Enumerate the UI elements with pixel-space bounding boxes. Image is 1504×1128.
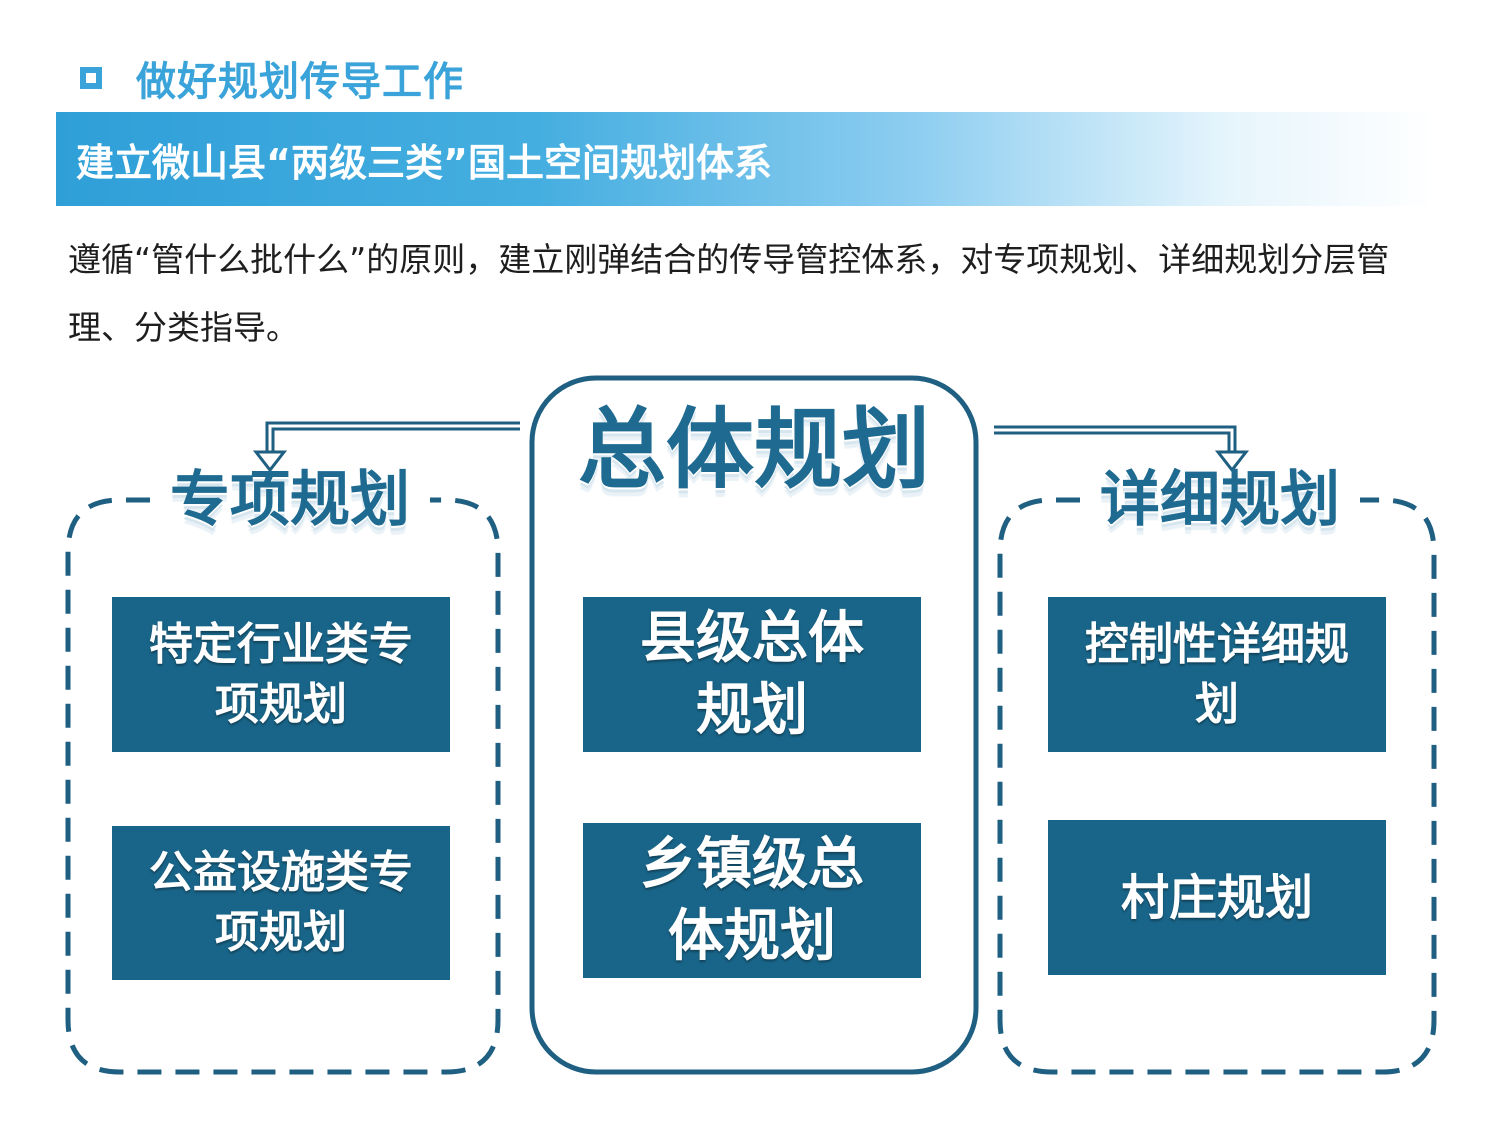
section-heading: 做好规划传导工作 <box>80 48 464 108</box>
box-county-master-planning: 县级总体规划 <box>583 597 921 752</box>
box-label: 公益设施类专项规划 <box>149 847 413 958</box>
heading-text: 做好规划传导工作 <box>136 59 464 105</box>
left-group-title: 专项规划 <box>170 465 410 535</box>
box-industry-special-planning: 特定行业类专项规划 <box>112 597 450 752</box>
subtitle-banner: 建立微山县“两级三类”国土空间规划体系 <box>56 112 1436 206</box>
box-township-master-planning: 乡镇级总体规划 <box>583 823 921 978</box>
box-label: 控制性详细规划 <box>1085 618 1349 730</box>
right-group-title: 详细规划 <box>1100 465 1340 535</box>
right-group-outline <box>997 497 1437 1075</box>
right-arrow-icon <box>994 425 1250 473</box>
box-label: 特定行业类专项规划 <box>149 618 413 730</box>
box-public-facility-special-planning: 公益设施类专项规划 <box>112 826 450 980</box>
box-label: 村庄规划 <box>1120 869 1313 926</box>
square-bullet-icon <box>80 67 102 89</box>
box-regulatory-detailed-planning: 控制性详细规划 <box>1048 597 1386 752</box>
banner-text: 建立微山县“两级三类”国土空间规划体系 <box>76 140 772 185</box>
box-label: 县级总体规划 <box>640 605 864 743</box>
left-arrow-icon <box>252 421 520 473</box>
box-village-planning: 村庄规划 <box>1048 820 1386 975</box>
box-label: 乡镇级总体规划 <box>640 831 864 969</box>
description-paragraph: 遵循“管什么批什么”的原则，建立刚弹结合的传导管控体系，对专项规划、详细规划分层… <box>68 240 1390 347</box>
center-group-outline <box>529 375 979 1075</box>
center-group-title: 总体规划 <box>577 398 930 501</box>
left-group-outline <box>65 497 501 1075</box>
